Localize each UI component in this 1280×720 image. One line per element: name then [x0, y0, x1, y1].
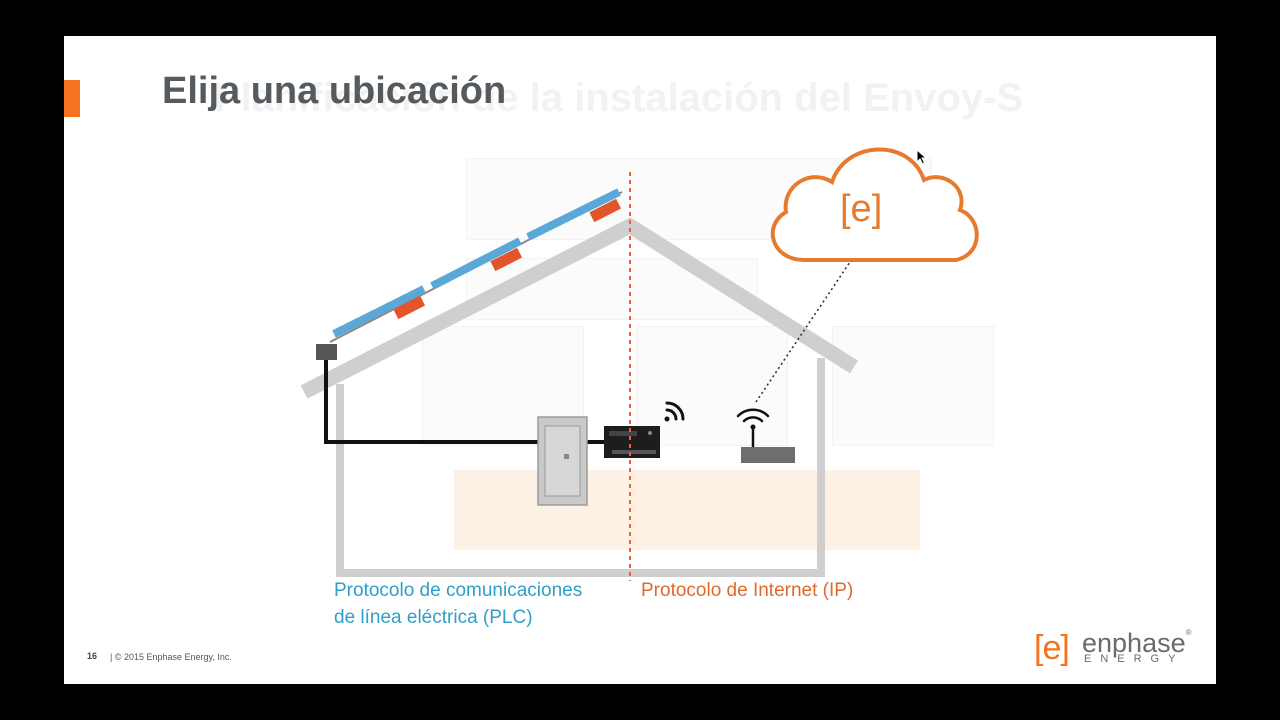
power-wire	[324, 360, 540, 444]
house-network-diagram	[300, 147, 979, 581]
slide: Planificación de la instalación del Envo…	[64, 36, 1216, 684]
logo-name-text: enphase	[1082, 628, 1186, 658]
enphase-logo: [e] enphase® ENERGY	[1034, 628, 1194, 667]
mouse-cursor-icon	[916, 149, 928, 165]
logo-mark: [e]	[1034, 629, 1070, 667]
legend-plc: Protocolo de comunicaciones de línea elé…	[334, 577, 582, 631]
accent-bar	[64, 80, 80, 117]
legend-ip-line1: Protocolo de Internet (IP)	[641, 580, 854, 601]
copyright: | © 2015 Enphase Energy, Inc.	[110, 652, 232, 662]
microinverter-icon	[393, 198, 622, 320]
legend-ip: Protocolo de Internet (IP)	[641, 577, 853, 604]
ghost-orange-band	[454, 470, 920, 550]
wifi-router-icon	[736, 408, 795, 463]
ghost-box	[832, 326, 994, 446]
ghost-slide-title: Planificación de la instalación del Envo…	[214, 76, 1024, 120]
ghost-box	[636, 326, 788, 446]
wireless-signal-icon	[664, 401, 685, 422]
cloud-label: [e]	[840, 188, 883, 230]
logo-registered: ®	[1185, 628, 1192, 637]
internet-link	[755, 261, 851, 403]
legend-plc-line2: de línea eléctrica (PLC)	[334, 607, 533, 628]
logo-name: enphase®	[1082, 628, 1192, 659]
breaker-panel-icon	[537, 416, 588, 506]
house-outline	[336, 358, 825, 577]
roof-icon	[300, 217, 858, 399]
solar-panel-icon	[332, 188, 621, 338]
slide-title: Elija una ubicación	[162, 70, 507, 112]
page-number: 16	[87, 651, 98, 661]
logo-sub: ENERGY	[1084, 653, 1185, 665]
legend-plc-line1: Protocolo de comunicaciones	[334, 580, 583, 601]
envoy-gateway-icon	[604, 426, 660, 458]
cloud-icon	[770, 147, 979, 262]
junction-box-icon	[316, 344, 337, 360]
